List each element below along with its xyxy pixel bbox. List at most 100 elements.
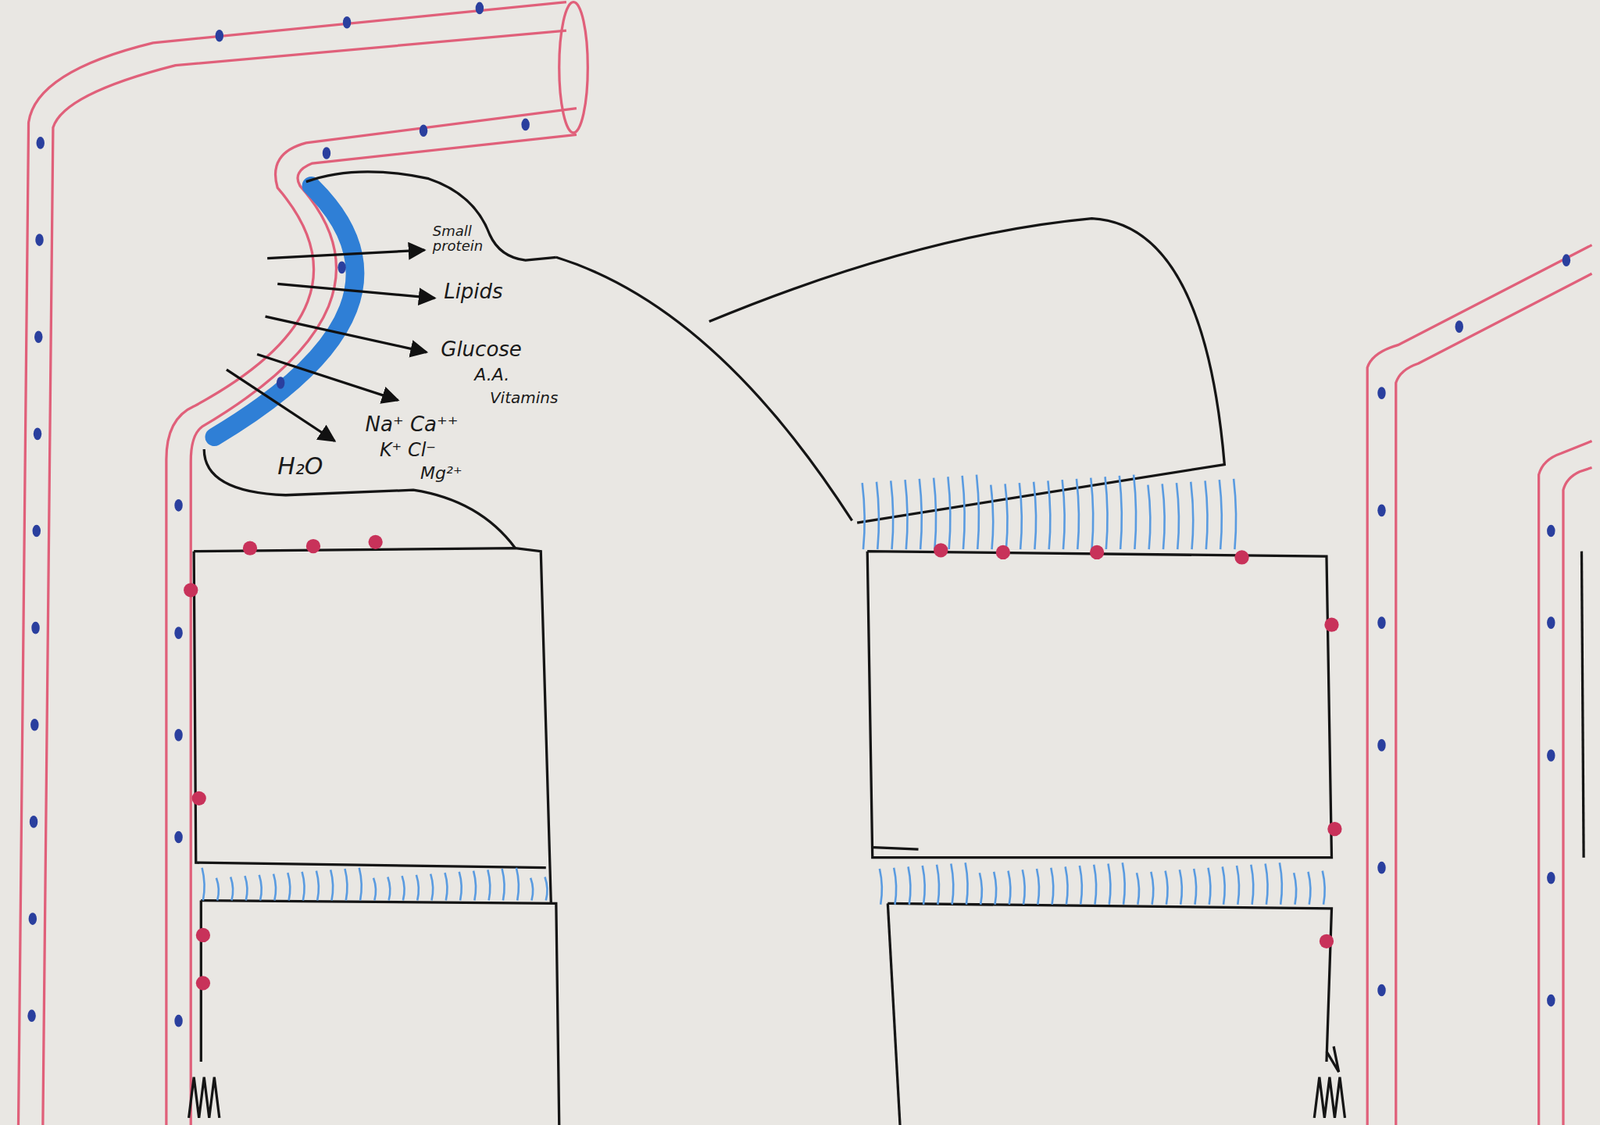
microvillus bbox=[444, 872, 447, 900]
nucleus bbox=[276, 376, 285, 390]
nucleus bbox=[174, 831, 183, 844]
microvillus bbox=[1265, 863, 1268, 904]
nucleus bbox=[1546, 616, 1555, 629]
microvillus bbox=[344, 868, 347, 901]
microvilli bbox=[202, 475, 1325, 905]
microvillus bbox=[890, 480, 893, 550]
nucleus bbox=[1377, 504, 1386, 518]
nucleus bbox=[31, 621, 40, 635]
microvillus bbox=[936, 864, 940, 905]
microvillus bbox=[530, 878, 533, 901]
microvillus bbox=[544, 876, 547, 900]
microvillus bbox=[1190, 482, 1193, 550]
microvillus bbox=[1033, 482, 1036, 550]
nucleus bbox=[32, 525, 41, 538]
nucleus bbox=[1546, 871, 1555, 885]
microvillus bbox=[316, 871, 319, 901]
tight-junction bbox=[183, 582, 198, 597]
microvillus bbox=[1107, 863, 1111, 904]
nucleus bbox=[521, 118, 529, 132]
tight-junction bbox=[192, 791, 207, 806]
nucleus bbox=[215, 29, 224, 43]
microvillus bbox=[905, 479, 908, 550]
microvillus bbox=[1233, 478, 1236, 550]
microvillus bbox=[1193, 868, 1197, 905]
nucleus bbox=[475, 2, 484, 15]
microvillus bbox=[1250, 864, 1254, 905]
microvillus bbox=[950, 863, 954, 904]
nucleus bbox=[1377, 739, 1386, 752]
microvillus bbox=[962, 475, 965, 550]
nucleus bbox=[28, 912, 37, 925]
microvillus bbox=[965, 862, 968, 905]
substance-label: Mg²⁺ bbox=[420, 464, 462, 483]
microvillus bbox=[993, 871, 997, 905]
microvillus bbox=[387, 876, 390, 900]
nucleus bbox=[29, 815, 38, 829]
nucleus bbox=[1455, 320, 1464, 333]
nucleus bbox=[35, 233, 43, 247]
microvillus bbox=[1147, 485, 1150, 550]
nucleus bbox=[30, 718, 39, 732]
microvillus bbox=[1019, 482, 1022, 550]
microvillus bbox=[933, 478, 936, 550]
microvillus bbox=[1047, 480, 1050, 550]
tight-junction bbox=[196, 928, 211, 943]
cell-outlines bbox=[189, 171, 1584, 1125]
microvillus bbox=[1133, 475, 1136, 550]
microvillus bbox=[1136, 872, 1140, 905]
microvillus bbox=[907, 866, 911, 904]
microvillus bbox=[1065, 866, 1068, 904]
nucleus bbox=[1562, 253, 1571, 267]
nucleus bbox=[174, 1014, 183, 1028]
nucleus bbox=[337, 261, 346, 275]
microvillus bbox=[359, 867, 362, 901]
microvillus bbox=[979, 872, 983, 905]
nucleus bbox=[419, 124, 428, 137]
microvillus bbox=[202, 867, 205, 901]
microvillus bbox=[1093, 864, 1097, 905]
microvillus bbox=[330, 869, 333, 900]
tight-junction bbox=[368, 535, 383, 550]
microvillus bbox=[487, 869, 490, 900]
microvillus bbox=[1307, 871, 1311, 905]
microvillus bbox=[976, 475, 979, 550]
tight-junction bbox=[196, 975, 211, 990]
microvillus bbox=[1205, 480, 1208, 550]
microvillus bbox=[1090, 478, 1093, 550]
nucleus bbox=[1377, 861, 1386, 875]
nucleus bbox=[1546, 525, 1555, 538]
microvillus bbox=[1162, 483, 1165, 550]
tight-junction bbox=[1327, 821, 1342, 836]
microvillus bbox=[259, 875, 262, 901]
microvillus bbox=[1236, 865, 1240, 905]
microvillus bbox=[1293, 872, 1297, 905]
nucleus bbox=[33, 428, 42, 441]
capillary-walls bbox=[18, 2, 1593, 1125]
microvillus bbox=[302, 871, 305, 901]
microvillus bbox=[273, 874, 276, 901]
microvillus bbox=[1222, 866, 1225, 904]
nucleus bbox=[174, 728, 183, 742]
tight-junctions bbox=[183, 535, 1342, 991]
microvillus bbox=[1022, 869, 1025, 904]
microvillus bbox=[1119, 475, 1122, 550]
substance-label: Vitamins bbox=[489, 389, 558, 407]
substance-label: Na⁺ Ca⁺⁺ bbox=[365, 414, 459, 436]
microvillus bbox=[893, 867, 897, 905]
substance-label: A.A. bbox=[474, 365, 510, 384]
transport-arrows bbox=[226, 250, 435, 441]
nucleus bbox=[27, 1009, 36, 1022]
microvillus bbox=[1179, 869, 1183, 904]
microvillus bbox=[1079, 865, 1083, 905]
nucleus bbox=[1546, 994, 1555, 1008]
microvillus bbox=[1279, 862, 1283, 905]
microvillus bbox=[287, 872, 290, 900]
microvillus bbox=[922, 865, 925, 905]
microvillus bbox=[1176, 482, 1179, 550]
microvillus bbox=[1122, 862, 1125, 905]
nucleus bbox=[1546, 749, 1555, 762]
nucleus bbox=[36, 136, 45, 150]
microvillus bbox=[1005, 483, 1008, 550]
